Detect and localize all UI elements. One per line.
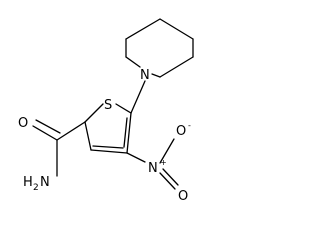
piperidine-ring: [125, 18, 194, 78]
nitro-oxygen-charge: -: [188, 121, 191, 130]
piperidine-nitrogen-label: N: [140, 68, 150, 83]
carbonyl-oxygen-label: O: [18, 116, 28, 131]
nitro-oxygen-bottom-label: O: [178, 189, 188, 204]
nitro-nitrogen-label: N: [148, 161, 158, 176]
amide-n-label: N: [40, 175, 50, 190]
chemical-structure: S N N + O - O O H 2 N: [18, 18, 194, 204]
nitro-nitrogen-charge: +: [160, 158, 167, 167]
thiophene-ring: [84, 103, 132, 154]
carboxamide-group: [32, 119, 86, 177]
sulfur-atom-label: S: [104, 98, 112, 113]
nitro-group: [126, 138, 179, 190]
nitro-oxygen-top-label: O: [176, 124, 186, 139]
amide-h-label: H: [23, 175, 33, 190]
n-c5-bond: [130, 80, 146, 114]
amide-nh2-label: H 2 N: [23, 175, 50, 193]
amide-h-count: 2: [33, 183, 39, 193]
